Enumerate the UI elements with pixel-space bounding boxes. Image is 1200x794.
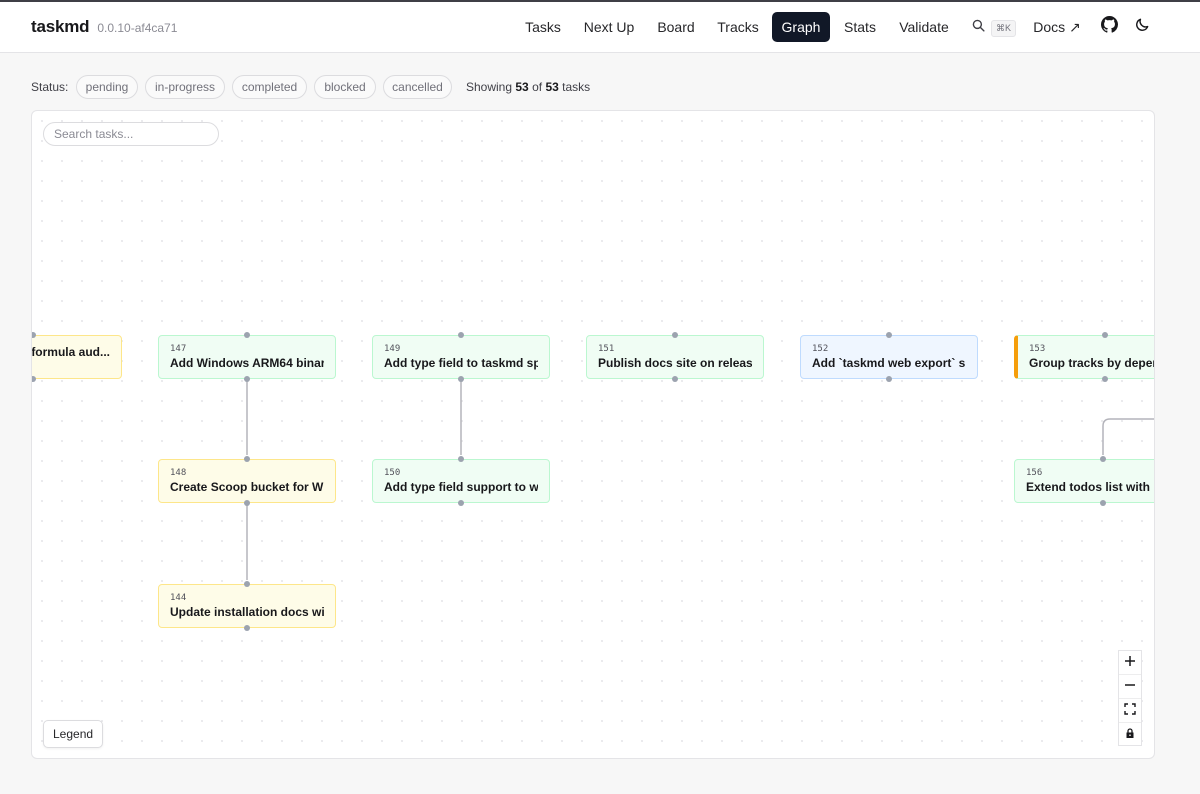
node-handle-top[interactable] <box>244 581 250 587</box>
task-count-summary: Showing 53 of 53 tasks <box>466 80 590 94</box>
app-header: taskmd 0.0.10-af4ca71 Tasks Next Up Boar… <box>0 2 1200 53</box>
minus-icon <box>1124 678 1136 696</box>
legend-button[interactable]: Legend <box>43 720 104 748</box>
node-handle-top[interactable] <box>1101 332 1108 338</box>
node-handle-top[interactable] <box>1100 456 1106 462</box>
node-handle-bottom[interactable] <box>32 376 36 382</box>
version-label: 0.0.10-af4ca71 <box>97 21 178 35</box>
task-title: Group tracks by depende <box>1029 356 1154 370</box>
node-handle-top[interactable] <box>458 332 464 338</box>
task-node-153[interactable]: 153 Group tracks by depende <box>1014 332 1154 382</box>
task-id: 156 <box>1026 468 1043 478</box>
graph-canvas[interactable]: formula aud... 147 Add Windows ARM64 bin… <box>31 110 1155 759</box>
task-title: Add type field support to w... <box>384 480 538 494</box>
docs-link[interactable]: Docs ↗ <box>1033 19 1081 35</box>
zoom-controls <box>1118 650 1142 746</box>
task-title: Create Scoop bucket for Wi... <box>170 480 324 494</box>
main-nav: Tasks Next Up Board Tracks Graph Stats V… <box>0 12 1200 42</box>
showing-count: 53 <box>515 80 529 94</box>
nav-board[interactable]: Board <box>657 19 695 35</box>
node-handle-bottom[interactable] <box>244 500 250 506</box>
showing-suffix: tasks <box>562 80 591 94</box>
showing-total: 53 <box>545 80 559 94</box>
task-node-152[interactable]: 152 Add `taskmd web export` s... <box>800 332 978 382</box>
filter-chip-blocked[interactable]: blocked <box>314 75 376 99</box>
status-filter-bar: Status: pending in-progress completed bl… <box>31 75 1171 99</box>
nav-tracks[interactable]: Tracks <box>717 19 759 35</box>
node-handle-top[interactable] <box>244 456 250 462</box>
github-button[interactable] <box>1099 16 1119 38</box>
lock-icon <box>1124 726 1136 744</box>
task-title: Add `taskmd web export` s... <box>812 356 966 370</box>
theme-toggle-button[interactable] <box>1132 17 1152 37</box>
lock-button[interactable] <box>1119 723 1141 747</box>
task-id: 152 <box>812 344 829 354</box>
task-node-147[interactable]: 147 Add Windows ARM64 binar... <box>158 332 336 382</box>
task-title: Update installation docs wit... <box>170 605 324 619</box>
nav-tasks[interactable]: Tasks <box>525 19 561 35</box>
shortcut-badge: ⌘K <box>991 19 1017 37</box>
zoom-in-button[interactable] <box>1119 651 1141 675</box>
task-node-144[interactable]: 144 Update installation docs wit... <box>158 581 336 631</box>
task-id: 144 <box>170 593 187 603</box>
task-node-156[interactable]: 156 Extend todos list with rich <box>1014 456 1154 506</box>
task-id: 148 <box>170 468 187 478</box>
dependency-edges <box>246 379 1154 580</box>
nav-graph[interactable]: Graph <box>772 12 830 42</box>
node-handle-bottom[interactable] <box>244 625 250 631</box>
node-handle-bottom[interactable] <box>1101 376 1108 382</box>
task-id: 151 <box>598 344 615 354</box>
task-title: Extend todos list with rich <box>1026 480 1154 494</box>
moon-icon <box>1135 17 1150 37</box>
node-handle-bottom[interactable] <box>244 376 250 382</box>
nav-next-up[interactable]: Next Up <box>583 19 635 35</box>
task-node[interactable]: formula aud... <box>31 332 122 382</box>
brand[interactable]: taskmd 0.0.10-af4ca71 <box>31 17 177 37</box>
task-node-149[interactable]: 149 Add type field to taskmd sp... <box>372 332 550 382</box>
node-handle-top[interactable] <box>32 332 36 338</box>
task-title: Add Windows ARM64 binar... <box>170 356 324 370</box>
status-label: Status: <box>31 80 69 94</box>
filter-chip-completed[interactable]: completed <box>232 75 307 99</box>
filter-chip-pending[interactable]: pending <box>76 75 138 99</box>
node-handle-bottom[interactable] <box>458 376 464 382</box>
github-icon <box>1100 16 1118 38</box>
task-title: Add type field to taskmd sp... <box>384 356 538 370</box>
brand-name[interactable]: taskmd <box>31 17 90 36</box>
node-handle-bottom[interactable] <box>1100 500 1106 506</box>
task-id: 153 <box>1029 344 1046 354</box>
filter-chip-cancelled[interactable]: cancelled <box>383 75 452 99</box>
filter-chip-in-progress[interactable]: in-progress <box>145 75 225 99</box>
showing-of: of <box>532 80 543 94</box>
node-handle-top[interactable] <box>886 332 892 338</box>
edge-to-156 <box>1102 418 1154 455</box>
task-id: 147 <box>170 344 187 354</box>
node-handle-bottom[interactable] <box>672 376 678 382</box>
task-node-148[interactable]: 148 Create Scoop bucket for Wi... <box>158 456 336 506</box>
node-handle-bottom[interactable] <box>458 500 464 506</box>
search-icon <box>972 19 985 37</box>
showing-prefix: Showing <box>466 80 513 94</box>
node-handle-bottom[interactable] <box>886 376 892 382</box>
window-top-border <box>0 0 1200 2</box>
zoom-out-button[interactable] <box>1119 675 1141 699</box>
node-handle-top[interactable] <box>458 456 464 462</box>
search-tasks-input[interactable] <box>43 122 219 146</box>
task-title: formula aud... <box>31 345 110 359</box>
nav-stats[interactable]: Stats <box>844 19 876 35</box>
node-handle-top[interactable] <box>672 332 678 338</box>
search-button[interactable]: ⌘K <box>972 18 1017 38</box>
fit-view-button[interactable] <box>1119 699 1141 723</box>
node-handle-top[interactable] <box>244 332 250 338</box>
task-node-151[interactable]: 151 Publish docs site on release... <box>586 332 764 382</box>
fullscreen-icon <box>1124 702 1136 720</box>
plus-icon <box>1124 654 1136 672</box>
task-id: 149 <box>384 344 401 354</box>
task-id: 150 <box>384 468 401 478</box>
task-node-150[interactable]: 150 Add type field support to w... <box>372 456 550 506</box>
task-title: Publish docs site on release... <box>598 356 752 370</box>
nav-validate[interactable]: Validate <box>899 19 949 35</box>
